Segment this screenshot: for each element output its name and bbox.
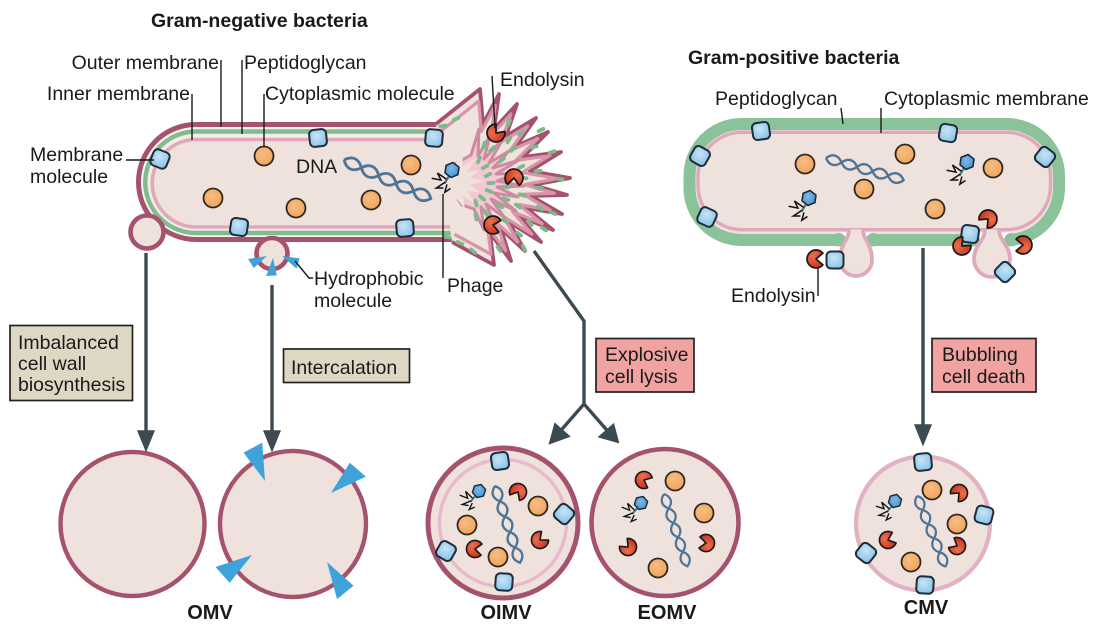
svg-text:EOMV: EOMV bbox=[638, 602, 698, 624]
svg-text:biosynthesis: biosynthesis bbox=[18, 374, 126, 396]
svg-text:Peptidoglycan: Peptidoglycan bbox=[715, 88, 838, 110]
svg-text:Explosive: Explosive bbox=[605, 344, 688, 366]
svg-text:Cytoplasmic membrane: Cytoplasmic membrane bbox=[884, 88, 1089, 110]
svg-text:cell lysis: cell lysis bbox=[605, 366, 678, 388]
svg-text:Gram-positive bacteria: Gram-positive bacteria bbox=[688, 47, 899, 69]
svg-text:cell wall: cell wall bbox=[18, 353, 86, 375]
svg-text:Phage: Phage bbox=[447, 275, 503, 297]
svg-text:molecule: molecule bbox=[314, 290, 392, 312]
svg-text:Bubbling: Bubbling bbox=[942, 344, 1018, 366]
svg-text:Cytoplasmic molecule: Cytoplasmic molecule bbox=[265, 83, 455, 105]
svg-text:molecule: molecule bbox=[30, 166, 108, 188]
svg-text:Inner membrane: Inner membrane bbox=[47, 83, 190, 105]
svg-text:DNA: DNA bbox=[296, 156, 337, 178]
svg-text:Gram-negative bacteria: Gram-negative bacteria bbox=[151, 10, 368, 32]
svg-text:OMV: OMV bbox=[187, 602, 233, 624]
svg-text:Membrane: Membrane bbox=[30, 144, 123, 166]
svg-text:Peptidoglycan: Peptidoglycan bbox=[244, 52, 367, 74]
svg-text:Intercalation: Intercalation bbox=[291, 357, 397, 379]
svg-text:Endolysin: Endolysin bbox=[500, 69, 585, 91]
svg-text:Outer membrane: Outer membrane bbox=[72, 52, 219, 74]
svg-text:Imbalanced: Imbalanced bbox=[18, 332, 119, 354]
svg-text:CMV: CMV bbox=[904, 597, 949, 619]
svg-text:Endolysin: Endolysin bbox=[731, 285, 816, 307]
svg-text:cell death: cell death bbox=[942, 366, 1025, 388]
svg-text:OIMV: OIMV bbox=[480, 602, 532, 624]
svg-text:Hydrophobic: Hydrophobic bbox=[314, 268, 424, 290]
